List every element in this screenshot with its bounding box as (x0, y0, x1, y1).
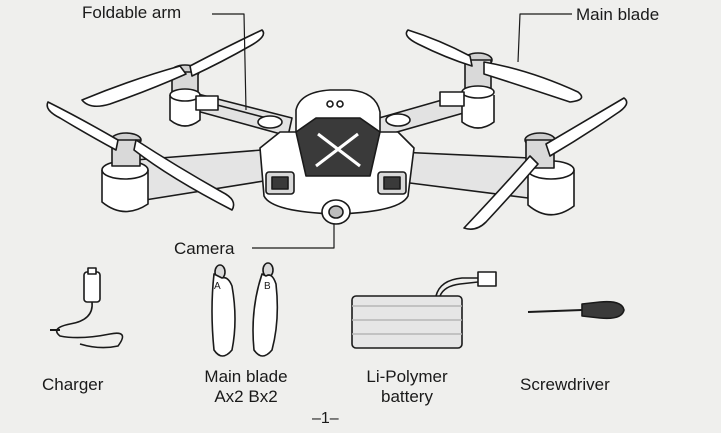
drone-body (259, 89, 415, 215)
caption-main-blade: Main blade (204, 367, 288, 386)
blade-b-illustration (252, 262, 279, 357)
camera-leader (252, 224, 335, 249)
caption-main-blade-qty: Ax2 Bx2 (214, 387, 278, 406)
front-right-blade (463, 97, 628, 230)
callout-camera: Camera (174, 239, 235, 258)
page-number: –1– (312, 410, 339, 427)
blade-b-mark: B (264, 281, 271, 292)
caption-screwdriver: Screwdriver (520, 375, 610, 394)
blade-a-illustration (211, 264, 236, 357)
caption-battery-line1: Li-Polymer (366, 367, 448, 386)
drone-illustration (46, 29, 628, 230)
caption-charger: Charger (42, 375, 104, 394)
callout-main-blade: Main blade (576, 5, 660, 24)
callout-lines (212, 13, 572, 249)
caption-battery-line2: battery (381, 387, 433, 406)
charger-illustration (50, 267, 124, 349)
front-left-motor (101, 132, 149, 213)
blade-a-mark: A (214, 281, 221, 292)
arm-hub-right (385, 113, 411, 127)
battery-illustration (351, 271, 497, 349)
camera (321, 199, 351, 225)
main-blade-rear-right (405, 29, 583, 103)
main-blade-leader (517, 13, 572, 63)
callout-foldable-arm: Foldable arm (82, 3, 182, 22)
screwdriver-illustration (527, 300, 625, 320)
arm-hub-left (257, 115, 283, 129)
front-left-blade (46, 101, 235, 211)
foldable-arm-leader (212, 13, 247, 111)
